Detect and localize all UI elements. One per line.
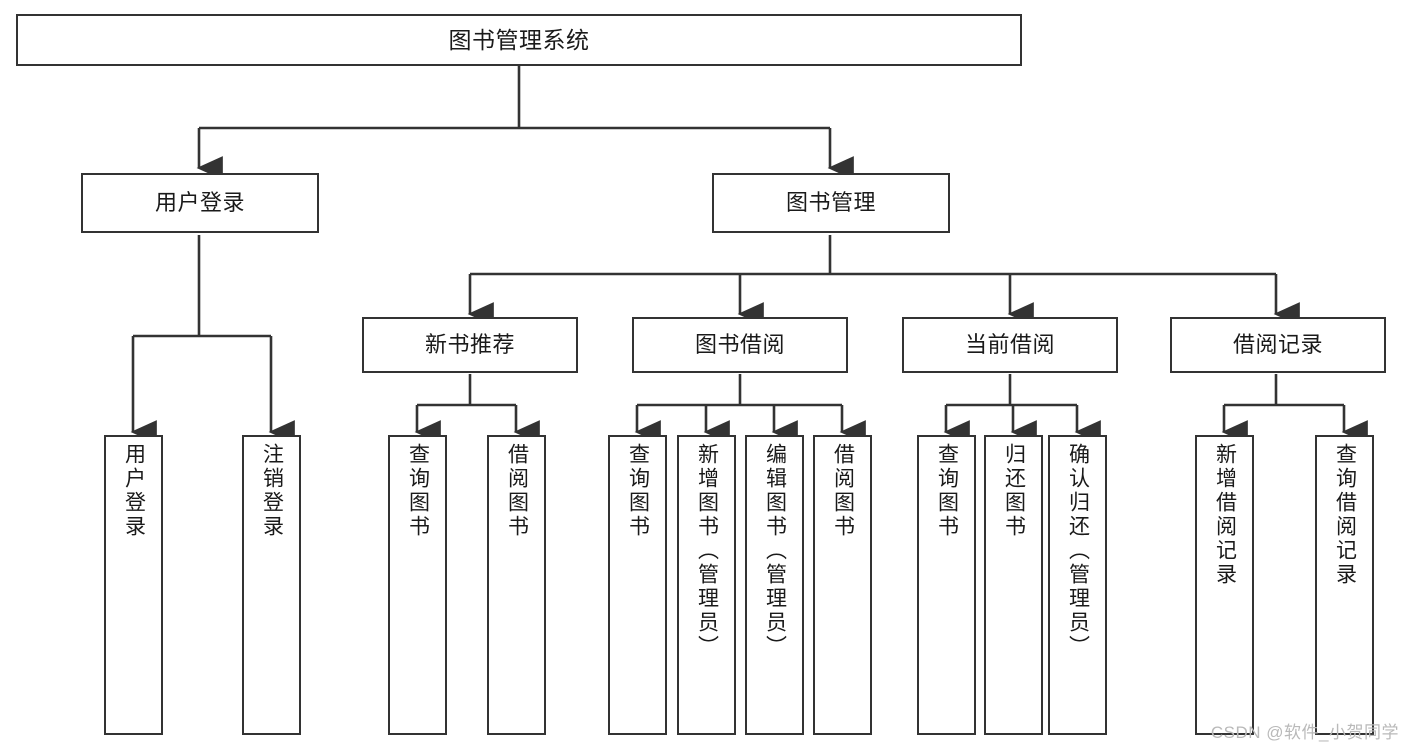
node-book-management[interactable]: 图书管理: [712, 173, 950, 233]
leaf-current-borrow-query-book[interactable]: 查询图书: [917, 435, 976, 735]
node-label: 编辑图书（管理员）: [763, 443, 787, 659]
node-borrow-record[interactable]: 借阅记录: [1170, 317, 1386, 373]
node-label: 新增借阅记录: [1213, 443, 1237, 587]
node-label: 查询图书: [406, 443, 430, 539]
node-label: 图书借阅: [694, 331, 785, 357]
node-label: 查询图书: [626, 443, 650, 539]
node-label: 新增图书（管理员）: [695, 443, 719, 659]
node-root-book-management-system[interactable]: 图书管理系统: [16, 14, 1022, 66]
node-new-book-recommend[interactable]: 新书推荐: [362, 317, 578, 373]
leaf-borrow-record-query-record[interactable]: 查询借阅记录: [1315, 435, 1374, 735]
node-label: 借阅记录: [1232, 331, 1323, 357]
node-label: 图书管理系统: [448, 26, 590, 53]
node-label: 图书管理: [785, 189, 876, 215]
node-label: 借阅图书: [831, 443, 855, 539]
node-book-borrow[interactable]: 图书借阅: [632, 317, 848, 373]
watermark-text: CSDN @软件_小贺同学: [1210, 723, 1399, 742]
node-label: 注销登录: [260, 443, 284, 539]
leaf-book-borrow-add-book-admin[interactable]: 新增图书（管理员）: [677, 435, 736, 735]
node-current-borrow[interactable]: 当前借阅: [902, 317, 1118, 373]
leaf-new-book-query-book[interactable]: 查询图书: [388, 435, 447, 735]
leaf-current-borrow-return-book[interactable]: 归还图书: [984, 435, 1043, 735]
node-label: 归还图书: [1002, 443, 1026, 539]
node-label: 用户登录: [122, 443, 146, 539]
leaf-user-login-login[interactable]: 用户登录: [104, 435, 163, 735]
node-user-login[interactable]: 用户登录: [81, 173, 319, 233]
node-label: 确认归还（管理员）: [1066, 443, 1090, 659]
leaf-book-borrow-edit-book-admin[interactable]: 编辑图书（管理员）: [745, 435, 804, 735]
leaf-book-borrow-query-book[interactable]: 查询图书: [608, 435, 667, 735]
node-label: 查询借阅记录: [1333, 443, 1357, 587]
node-label: 当前借阅: [964, 331, 1055, 357]
leaf-book-borrow-borrow-book[interactable]: 借阅图书: [813, 435, 872, 735]
leaf-current-borrow-confirm-return-admin[interactable]: 确认归还（管理员）: [1048, 435, 1107, 735]
leaf-new-book-borrow-book[interactable]: 借阅图书: [487, 435, 546, 735]
node-label: 新书推荐: [424, 331, 515, 357]
node-label: 借阅图书: [505, 443, 529, 539]
leaf-user-login-logout[interactable]: 注销登录: [242, 435, 301, 735]
node-label: 查询图书: [935, 443, 959, 539]
leaf-borrow-record-add-record[interactable]: 新增借阅记录: [1195, 435, 1254, 735]
node-label: 用户登录: [154, 189, 245, 215]
